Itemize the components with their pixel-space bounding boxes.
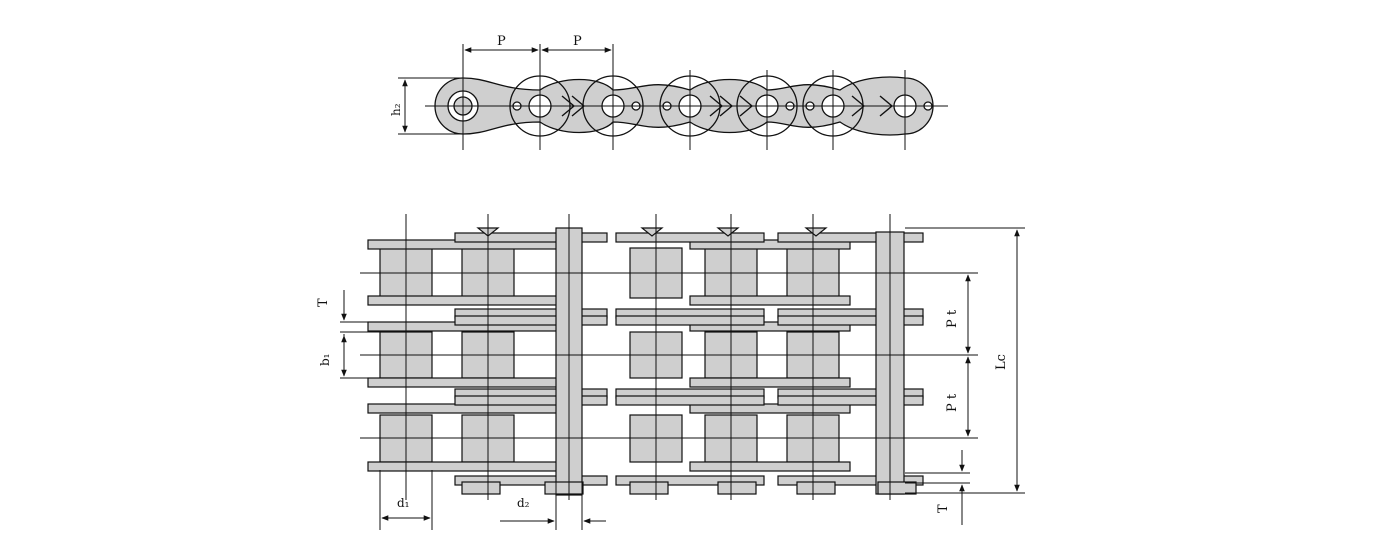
inner-link-plate: [689, 321, 851, 332]
transverse-pitch-label: P t: [945, 393, 960, 412]
outer-link-plate: [454, 315, 608, 326]
pin-end: [804, 227, 828, 237]
outer-link-plate: [777, 395, 924, 406]
inner-link-plate: [367, 377, 559, 388]
pin-end: [640, 227, 664, 237]
inner-link-plate: [689, 377, 851, 388]
inner-link-plate: [367, 461, 559, 472]
outer-link-plate: [777, 475, 924, 486]
pin-head: [544, 481, 584, 495]
outer-link-plate: [777, 315, 924, 326]
chain-plan-view: [360, 214, 924, 500]
inner-link-plate: [689, 461, 851, 472]
pin-head: [717, 481, 757, 495]
outer-link-plate: [615, 395, 765, 406]
pin-head: [461, 481, 501, 495]
pin-diameter-label: d₂: [517, 496, 530, 510]
inner-link-plate: [367, 295, 559, 306]
pin-end: [716, 227, 740, 237]
thickness-label: T: [316, 298, 331, 307]
thickness-label: T: [936, 504, 951, 513]
inner-link-plate: [689, 239, 851, 250]
outer-link-plate: [454, 232, 608, 243]
outer-link-plate: [615, 315, 765, 326]
outer-link-plate: [454, 395, 608, 406]
pin-head: [877, 481, 917, 495]
height-label: h₂: [389, 103, 403, 116]
outer-link-plate: [615, 232, 765, 243]
pitch-label: P: [497, 34, 506, 49]
outer-link-plate: [454, 475, 608, 486]
inner-link-plate: [689, 403, 851, 414]
pin-head: [796, 481, 836, 495]
overall-length-label: Lc: [994, 354, 1009, 370]
inner-width-label: b₁: [318, 354, 332, 367]
pitch-label: P: [573, 34, 582, 49]
roller-diameter-label: d₁: [397, 496, 410, 510]
outer-link-plate: [777, 232, 924, 243]
outer-link-plate: [615, 475, 765, 486]
pin-head: [629, 481, 669, 495]
inner-link-plate: [689, 295, 851, 306]
transverse-pitch-label: P t: [945, 309, 960, 328]
